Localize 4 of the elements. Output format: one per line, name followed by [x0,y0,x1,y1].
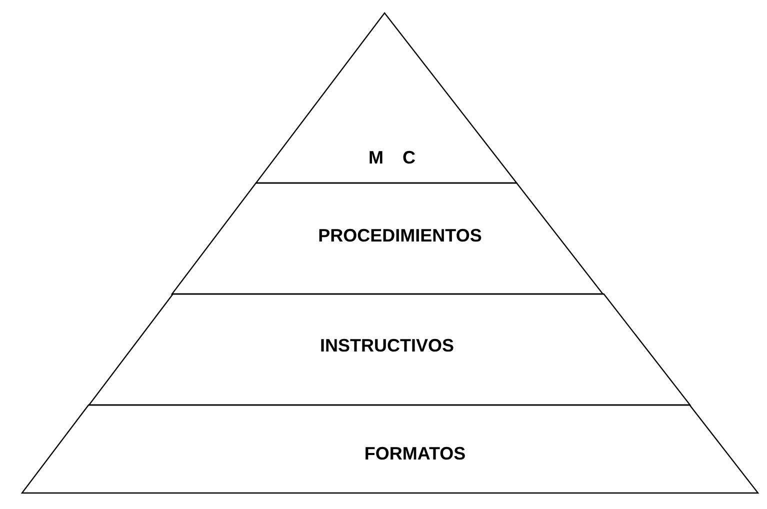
tier-label: PROCEDIMIENTOS [318,226,482,246]
tier-label: FORMATOS [364,444,466,464]
tier-label: M C [368,148,416,168]
tier-label: INSTRUCTIVOS [320,336,454,356]
